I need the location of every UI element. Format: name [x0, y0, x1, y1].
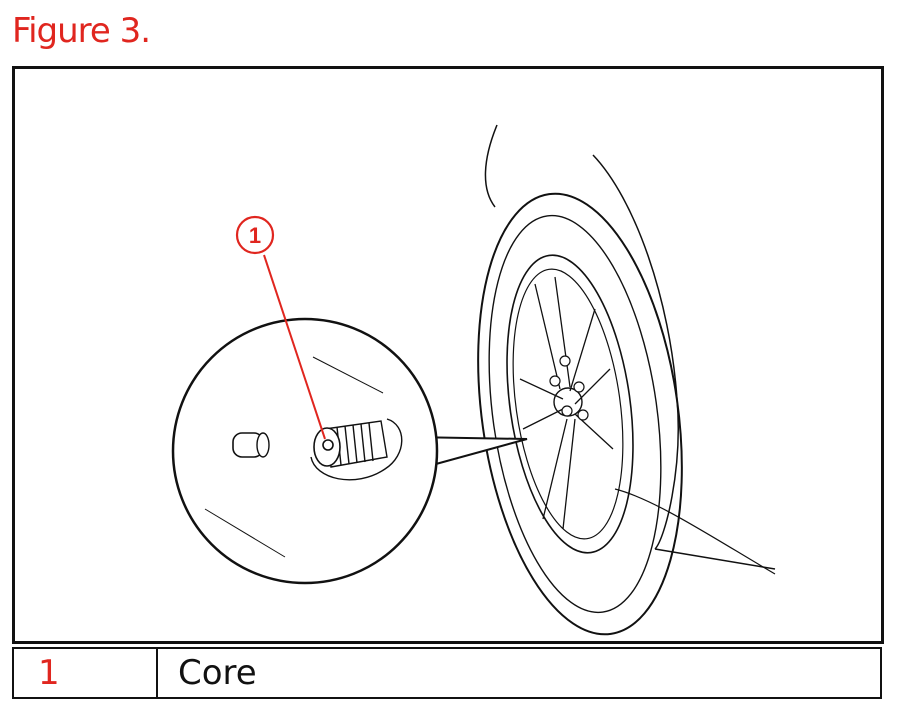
rocker-line — [614, 488, 776, 575]
valve-core-illustration: 1 — [171, 124, 776, 636]
body-panel-line — [592, 154, 679, 550]
legend-number: 1 — [14, 649, 158, 697]
valve-core — [322, 439, 334, 451]
valve-stem — [310, 418, 403, 481]
legend-table: 1 Core — [12, 647, 882, 699]
callout-leader-line — [263, 254, 326, 440]
fender-edge — [484, 124, 498, 208]
magnifier-pointer — [409, 436, 528, 468]
callout-number: 1 — [249, 223, 261, 248]
magnifier-circle — [171, 317, 439, 585]
tire-outer — [477, 192, 683, 636]
reflection-line-bottom — [204, 508, 286, 558]
figure-title: Figure 3. — [12, 11, 151, 51]
callout-circle — [235, 215, 275, 255]
legend-label: Core — [178, 653, 257, 693]
tire-inner — [488, 214, 662, 614]
valve-cap — [232, 432, 270, 458]
body-lower-line — [654, 548, 776, 570]
reflection-line-top — [312, 356, 384, 394]
illustration-frame: 1 — [12, 66, 884, 644]
wheel-spokes — [519, 276, 614, 530]
lug-nuts — [549, 355, 589, 421]
wheel-rim-inner — [512, 268, 624, 540]
wheel-rim-outer — [506, 254, 634, 554]
